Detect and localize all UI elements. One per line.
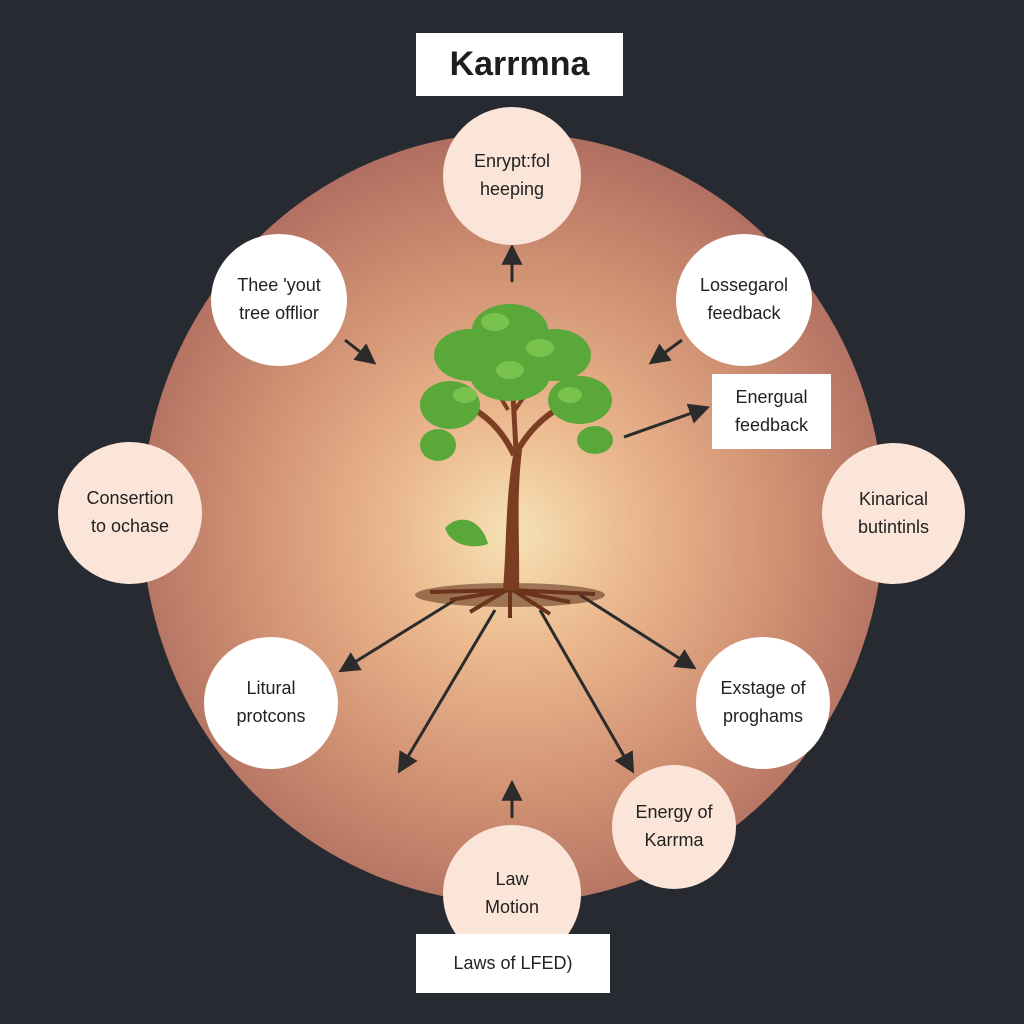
node-middle-right: Kinarical butintinls bbox=[822, 443, 965, 584]
node-middle-left: Consertion to ochase bbox=[58, 442, 202, 584]
arrow-down-right bbox=[538, 609, 635, 774]
footer-label: Laws of LFED) bbox=[416, 934, 610, 993]
node-upper-right: Lossegarol feedback bbox=[676, 234, 812, 366]
diagram-title: Karrmna bbox=[416, 33, 623, 96]
arrow-to-energy-feedback bbox=[623, 403, 710, 439]
arrow-down-left bbox=[397, 609, 497, 774]
node-lower-left: Litural protcons bbox=[204, 637, 338, 769]
arrow-to-lower-right bbox=[579, 593, 697, 670]
node-upper-left: Thee 'yout tree offlior bbox=[211, 234, 347, 366]
tree-icon bbox=[415, 304, 613, 618]
node-lower-right: Exstage of proghams bbox=[696, 637, 830, 769]
arrow-to-lower-left bbox=[338, 598, 456, 673]
node-energy-of-karma: Energy of Karrma bbox=[612, 765, 736, 889]
arrow-upper-left bbox=[344, 338, 377, 365]
node-top: Enrypt:fol heeping bbox=[443, 107, 581, 245]
energy-feedback-label: Energual feedback bbox=[712, 374, 831, 449]
arrow-upper-right bbox=[648, 338, 683, 365]
